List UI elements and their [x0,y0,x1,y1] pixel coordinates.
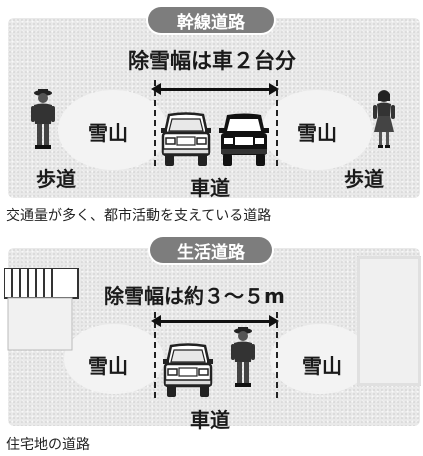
snow-mound-left [64,324,164,394]
arterial-road-caption: 交通量が多く、都市活動を支えている道路 [6,208,272,224]
road-edge-right [276,80,278,166]
building-icon [357,256,421,386]
car-icon [163,343,213,397]
car-icon [219,113,269,166]
car-icon [161,112,211,166]
width-arrow [151,83,279,95]
snow-clearing-width-label: 除雪幅は約３～５m [104,284,285,308]
road-edge-right [276,312,278,398]
sidewalk-label-left: 歩道 [36,167,76,191]
snow-pile-label-left: 雪山 [88,121,128,145]
road-edge-left [154,80,156,166]
snow-pile-label-right: 雪山 [297,121,337,145]
arterial-road-panel: 幹線道路 除雪幅は車２台分 雪山 [6,7,420,224]
residential-road-panel: 生活道路 除雪幅は約３～５m 雪山 雪山 車道 住宅地の道路 [0,232,423,456]
roadway-label: 車道 [190,408,230,432]
residential-road-caption: 住宅地の道路 [6,437,90,453]
width-arrow [151,315,279,327]
building-icon [4,268,79,351]
woman-icon [373,90,395,148]
residential-road-title: 生活道路 [150,237,272,263]
snow-pile-label-left: 雪山 [88,354,128,378]
snow-pile-label-right: 雪山 [302,354,342,378]
snow-mound-right [270,324,370,394]
snow-mound-right [262,90,372,170]
arterial-road-title: 幹線道路 [148,7,274,33]
road-edge-left [154,312,156,398]
sidewalk-label-right: 歩道 [344,167,384,191]
man-icon [231,327,255,387]
roadway-label: 車道 [190,176,230,200]
man-icon [31,89,55,149]
snow-clearing-width-label: 除雪幅は車２台分 [128,49,296,73]
snow-mound-left [58,90,168,170]
